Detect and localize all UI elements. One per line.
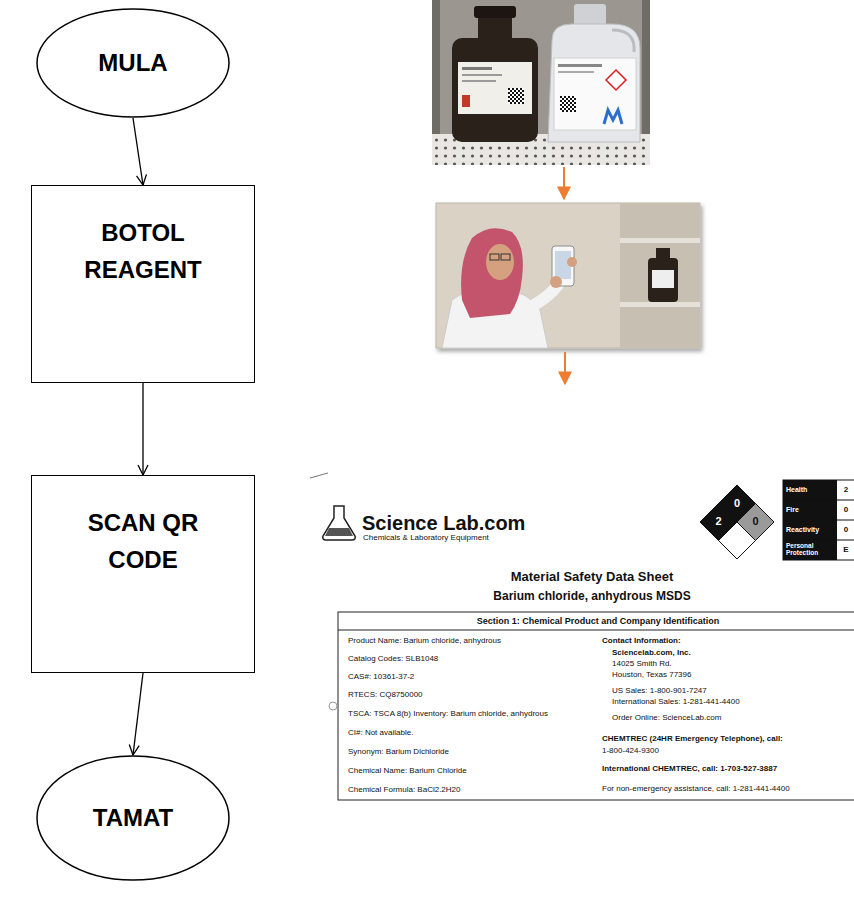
field-line-holder: Chemical Formula: BaCl2.2H20 xyxy=(348,785,461,795)
field-line-holder: Chemical Name: Barium Chloride xyxy=(348,766,467,776)
field-line-holder: 1-800-424-9300 xyxy=(602,746,659,756)
scan-mark xyxy=(310,473,328,478)
document-title-holder: Material Safety Data Sheet xyxy=(511,569,674,585)
table-cell-holder: 0 xyxy=(844,525,848,535)
orange-arrow xyxy=(564,352,566,384)
field-line: Contact Information: xyxy=(602,636,681,646)
flow-arrow xyxy=(142,383,143,475)
hazard-rating: 2 xyxy=(715,515,721,528)
field-line: CAS#: 10361-37-2 xyxy=(348,672,414,682)
field-line: Chemical Formula: BaCl2.2H20 xyxy=(348,785,461,795)
document-subtitle: Barium chloride, anhydrous MSDS xyxy=(493,589,690,603)
table-cell: Fire xyxy=(786,506,799,514)
table-cell-holder: Reactivity xyxy=(786,526,819,534)
field-line-holder: US Sales: 1-800-901-7247 xyxy=(612,686,707,696)
field-line-holder: RTECS: CQ8750000 xyxy=(348,690,423,700)
flask-icon xyxy=(323,506,355,540)
table-cell-holder: Personal Protection xyxy=(786,543,834,557)
field-line: US Sales: 1-800-901-7247 xyxy=(612,686,707,696)
table-cell-holder: Health xyxy=(786,486,807,494)
process-box: SCAN QR CODE xyxy=(31,475,255,673)
field-line: For non-emergency assistance, call: 1-28… xyxy=(602,784,790,794)
table-cell: 0 xyxy=(844,505,848,515)
field-line-holder: Sciencelab.com, Inc. xyxy=(612,648,691,658)
table-cell: Reactivity xyxy=(786,526,819,534)
msds-document xyxy=(310,473,854,800)
node-text: BOTOL REAGENT xyxy=(82,214,204,288)
hazard-rating-holder: 0 xyxy=(734,497,740,510)
document-subtitle-holder: Barium chloride, anhydrous MSDS xyxy=(493,589,690,603)
flow-arrow xyxy=(133,118,143,185)
brand-name-holder: Science Lab.com xyxy=(362,511,525,535)
field-line: Product Name: Barium chloride, anhydrous xyxy=(348,636,501,646)
table-cell-holder: 0 xyxy=(844,505,848,515)
field-line-holder: International CHEMTREC, call: 1-703-527-… xyxy=(602,764,777,774)
brand-tagline-holder: Chemicals & Laboratory Equipment xyxy=(363,533,489,543)
table-cell: 0 xyxy=(844,525,848,535)
field-line: International Sales: 1-281-441-4400 xyxy=(612,697,740,707)
section-heading-holder: Section 1: Chemical Product and Company … xyxy=(477,616,720,627)
process-box: BOTOL REAGENT xyxy=(31,185,255,383)
field-line: Order Online: ScienceLab.com xyxy=(612,713,721,723)
hazard-rating: 0 xyxy=(734,497,740,510)
field-line-holder: CAS#: 10361-37-2 xyxy=(348,672,414,682)
node-text: SCAN QR CODE xyxy=(82,504,204,578)
field-line-holder: Order Online: ScienceLab.com xyxy=(612,713,721,723)
hazard-rating-holder: 2 xyxy=(715,515,721,528)
field-line: CHEMTREC (24HR Emergency Telephone), cal… xyxy=(602,734,783,744)
scanning-photo xyxy=(436,203,700,348)
field-line-holder: CI#: Not available. xyxy=(348,728,413,738)
field-line: CI#: Not available. xyxy=(348,728,413,738)
field-line: Houston, Texas 77396 xyxy=(612,670,691,680)
field-line-holder: For non-emergency assistance, call: 1-28… xyxy=(602,784,790,794)
start-terminal: MULA xyxy=(36,8,230,118)
field-line-holder: Product Name: Barium chloride, anhydrous xyxy=(348,636,501,646)
field-line-holder: TSCA: TSCA 8(b) Inventory: Barium chlori… xyxy=(348,709,548,719)
bottle-photo xyxy=(432,0,650,165)
field-line: Synonym: Barium Dichloride xyxy=(348,747,449,757)
field-line: 14025 Smith Rd. xyxy=(612,659,672,669)
flow-arrow xyxy=(133,673,143,755)
document-title: Material Safety Data Sheet xyxy=(511,569,674,585)
orange-arrow xyxy=(563,167,565,199)
end-terminal: TAMAT xyxy=(36,755,230,881)
field-line: 1-800-424-9300 xyxy=(602,746,659,756)
field-line-holder: International Sales: 1-281-441-4400 xyxy=(612,697,740,707)
section-heading: Section 1: Chemical Product and Company … xyxy=(477,616,720,627)
brand-tagline: Chemicals & Laboratory Equipment xyxy=(363,533,489,543)
field-line-holder: Synonym: Barium Dichloride xyxy=(348,747,449,757)
table-cell: 2 xyxy=(844,485,848,495)
field-line: TSCA: TSCA 8(b) Inventory: Barium chlori… xyxy=(348,709,548,719)
brand-name: Science Lab.com xyxy=(362,511,525,535)
table-cell-holder: 2 xyxy=(844,485,848,495)
field-line: Chemical Name: Barium Chloride xyxy=(348,766,467,776)
field-line-holder: Catalog Codes: SLB1048 xyxy=(348,654,438,664)
table-cell-holder: Fire xyxy=(786,506,799,514)
field-line: Sciencelab.com, Inc. xyxy=(612,648,691,658)
field-line: RTECS: CQ8750000 xyxy=(348,690,423,700)
node-text: MULA xyxy=(72,44,194,81)
field-line-holder: Contact Information: xyxy=(602,636,681,646)
field-line-holder: Houston, Texas 77396 xyxy=(612,670,691,680)
hazard-rating-holder: 0 xyxy=(752,515,758,528)
table-cell: E xyxy=(843,545,848,555)
field-line-holder: 14025 Smith Rd. xyxy=(612,659,672,669)
table-cell: Health xyxy=(786,486,807,494)
field-line-holder: CHEMTREC (24HR Emergency Telephone), cal… xyxy=(602,734,783,744)
table-cell: Personal Protection xyxy=(786,543,834,557)
node-text: TAMAT xyxy=(72,799,194,836)
field-line: Catalog Codes: SLB1048 xyxy=(348,654,438,664)
hazard-rating: 0 xyxy=(752,515,758,528)
table-cell-holder: E xyxy=(843,545,848,555)
field-line: International CHEMTREC, call: 1-703-527-… xyxy=(602,764,777,774)
